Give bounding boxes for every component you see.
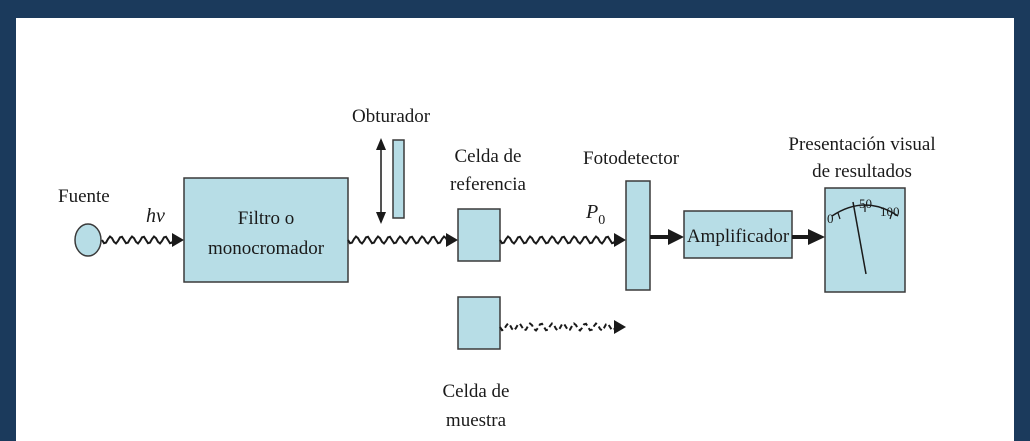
photon-label: hν [146, 205, 165, 227]
sample-cell-label-line1: Celda de [442, 381, 509, 402]
meter-needle [852, 201, 867, 275]
light-beam-source-to-filter [101, 235, 177, 245]
arrowhead-into-reference [446, 233, 458, 247]
meter-scale-mid: 50 [859, 196, 872, 211]
monochromator-box [183, 177, 349, 283]
incident-power-label: P0 [585, 201, 605, 228]
reference-cell-label-line1: Celda de [454, 146, 521, 167]
monochromator-label-line2: monocromador [208, 238, 325, 259]
shutter-arrow-up-head [376, 138, 386, 150]
arrowhead-into-amplifier [668, 229, 684, 245]
meter-tick-100 [889, 212, 893, 220]
sample-cell-label-line2: muestra [446, 410, 507, 431]
light-beam-reference-to-detector [499, 235, 619, 245]
arrowhead-into-filter [172, 233, 184, 247]
meter-tick-0 [837, 212, 841, 220]
meter-scale-max: 100 [880, 204, 900, 219]
incident-power-subscript: 0 [598, 213, 605, 228]
display-label-line1: Presentación visual [788, 134, 935, 155]
photodetector-label: Fotodetector [583, 148, 680, 169]
arrowhead-into-detector [614, 233, 626, 247]
display-label-line2: de resultados [812, 161, 912, 182]
source-lamp [74, 223, 102, 257]
frame-left-border [0, 0, 16, 441]
reference-cell-label-line2: referencia [450, 174, 526, 195]
monochromator-label-line1: Filtro o [238, 208, 294, 229]
light-beam-filter-to-reference [347, 235, 451, 245]
photodetector [625, 180, 651, 291]
frame-top-border [0, 0, 1030, 18]
light-beam-sample-output [499, 322, 619, 332]
frame-right-border [1014, 0, 1030, 441]
sample-cell [457, 296, 501, 350]
arrowhead-sample-output [614, 320, 626, 334]
source-label: Fuente [58, 186, 110, 207]
shutter-plate [392, 139, 405, 219]
shutter-label: Obturador [352, 106, 431, 127]
meter-scale-min: 0 [827, 211, 834, 226]
reference-cell [457, 208, 501, 262]
amplifier-label: Amplificador [687, 226, 790, 247]
incident-power-symbol: P [585, 201, 598, 223]
arrowhead-into-display [808, 229, 825, 245]
shutter-arrow-down-head [376, 212, 386, 224]
amplifier-box [683, 210, 793, 259]
